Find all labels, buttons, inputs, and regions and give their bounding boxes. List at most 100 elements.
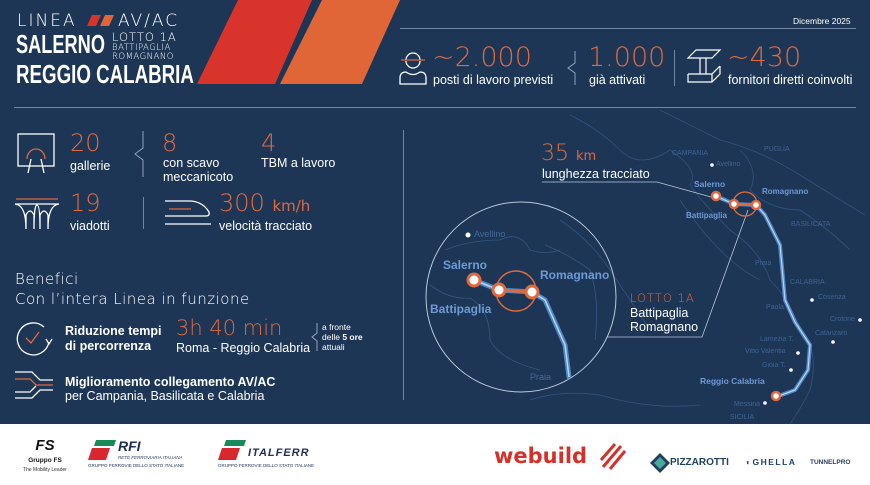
steel-beam-icon bbox=[686, 49, 722, 83]
tunnel-icon bbox=[17, 133, 55, 174]
stripes-mini-icon bbox=[87, 15, 114, 26]
jobs-active-value: 1.000 bbox=[588, 42, 666, 73]
lotto-to: ROMAGNANO bbox=[112, 52, 174, 62]
marker-reggio bbox=[770, 390, 782, 402]
brand-stripes-graphic bbox=[197, 0, 400, 84]
italferr-name: ITALFERR bbox=[248, 447, 310, 459]
label-vibo: Vibo Valentia bbox=[745, 348, 786, 355]
label-puglia: PUGLIA bbox=[764, 146, 790, 153]
lot-from: Battipaglia bbox=[630, 306, 689, 320]
label-romagnano: Romagnano bbox=[762, 187, 809, 196]
webuild-mark-icon bbox=[599, 443, 627, 470]
benefits-subtitle: Con l’intera Linea in funzione bbox=[15, 290, 250, 308]
zoom-route-line bbox=[471, 277, 572, 380]
logo-ghella: ◖ GHELLA bbox=[745, 457, 796, 467]
benefits-title: Benefici bbox=[15, 270, 79, 288]
city-salerno: SALERNO bbox=[16, 30, 105, 58]
speed-unit: km/h bbox=[272, 197, 311, 215]
ghella-mark-icon: ◖ bbox=[745, 457, 753, 467]
mechanical-value: 8 bbox=[162, 129, 178, 157]
logo-webuild: webuild bbox=[494, 444, 588, 468]
fs-tagline: The Mobility Leader bbox=[23, 467, 67, 473]
marker-romagnano bbox=[524, 284, 540, 300]
rfi-subtitle: RETE FERROVIARIA ITALIANA bbox=[118, 455, 183, 460]
ghella-name: GHELLA bbox=[752, 457, 797, 467]
link-title: Miglioramento collegamento AV/AC bbox=[65, 375, 276, 389]
mechanical-label-2: meccanicoto bbox=[163, 170, 234, 184]
rfi-group: GRUPPO FERROVIE DELLO STATO ITALIANE bbox=[88, 463, 185, 468]
merging-lines-icon bbox=[15, 371, 53, 399]
compare-hours: 5 ore bbox=[342, 332, 363, 342]
label-reggio: Reggio Calabria bbox=[700, 376, 765, 386]
jobs-planned-label: posti di lavoro previsti bbox=[433, 73, 554, 87]
compare-prefix: delle bbox=[322, 332, 343, 342]
zoom-markers bbox=[466, 272, 540, 300]
fs-arrow-logo-icon bbox=[88, 440, 116, 460]
viaducts-value: 19 bbox=[70, 189, 101, 217]
label-praia: Praia bbox=[755, 260, 772, 267]
label-gioia: Gioia T. bbox=[762, 362, 786, 369]
label-catanzaro: Catanzaro bbox=[815, 330, 848, 337]
tbm-label: TBM a lavoro bbox=[261, 156, 336, 170]
divider bbox=[403, 130, 404, 400]
zoom-circle bbox=[425, 201, 617, 393]
tbm-value: 4 bbox=[261, 129, 277, 157]
fs-name: Gruppo FS bbox=[28, 457, 62, 464]
label-cosenza: Cosenza bbox=[818, 294, 846, 301]
clock-icon bbox=[16, 322, 53, 356]
length-label: lunghezza tracciato bbox=[542, 167, 650, 181]
label-battipaglia: Battipaglia bbox=[686, 211, 727, 220]
logo-gruppo-fs: FS Gruppo FS The Mobility Leader bbox=[20, 438, 70, 474]
speed-label: velocità tracciato bbox=[219, 219, 313, 233]
time-title-2: di percorrenza bbox=[65, 339, 152, 353]
speed-value: 300 km/h bbox=[219, 190, 310, 220]
jobs-active-label: già attivati bbox=[589, 73, 646, 87]
logo-tunnelpro: TUNNELPRO bbox=[810, 459, 851, 466]
italferr-group: GRUPPO FERROVIE DELLO STATO ITALIANE bbox=[218, 463, 315, 468]
compare-line-3: attuali bbox=[322, 342, 345, 352]
time-title-1: Riduzione tempi bbox=[65, 324, 162, 338]
brace-icon bbox=[567, 51, 576, 85]
label-salerno: Salerno bbox=[694, 179, 726, 189]
lot-title: LOTTO 1A bbox=[630, 291, 695, 305]
label-messina: Messina bbox=[734, 401, 761, 408]
mechanical-label-1: con scavo bbox=[163, 156, 220, 170]
city-dots bbox=[710, 163, 862, 405]
label-avellino: Avellino bbox=[716, 161, 741, 168]
high-speed-train-icon bbox=[165, 200, 211, 225]
label-sicilia: SICILIA bbox=[730, 414, 755, 421]
tunnels-label: gallerie bbox=[70, 159, 111, 173]
marker-battipaglia bbox=[491, 282, 507, 298]
infographic-panel: LINEA AV/AC SALERNO LOTTO 1A BATTIPAGLIA… bbox=[0, 0, 870, 424]
pizzarotti-mark-icon bbox=[650, 453, 670, 473]
city-reggio: REGGIO CALABRIA bbox=[16, 60, 194, 88]
viaduct-icon bbox=[14, 198, 60, 230]
marker-salerno bbox=[710, 190, 722, 202]
lot-callout-line bbox=[607, 209, 749, 338]
time-value: 3h 40 min bbox=[176, 316, 283, 340]
linea-label: LINEA bbox=[17, 11, 77, 31]
worker-icon bbox=[399, 52, 427, 85]
dot-avellino bbox=[465, 232, 471, 238]
label-campania: CAMPANIA bbox=[672, 150, 709, 157]
speed-number: 300 bbox=[219, 189, 265, 217]
label-calabria: CALABRIA bbox=[790, 279, 825, 286]
avac-label: AV/AC bbox=[118, 11, 180, 31]
brace-icon bbox=[311, 323, 318, 351]
length-value: 35 km bbox=[541, 141, 596, 169]
zoom-label-romagnano: Romagnano bbox=[540, 268, 610, 282]
zoom-route-core bbox=[473, 279, 570, 378]
lot-to: Romagnano bbox=[630, 320, 699, 334]
zoom-region-borders bbox=[429, 236, 598, 371]
divider bbox=[143, 197, 144, 229]
region-borders bbox=[529, 109, 866, 424]
zoom-label-avellino: Avellino bbox=[474, 229, 506, 239]
label-basilicata: BASILICATA bbox=[791, 221, 831, 228]
lotto-label: LOTTO 1A bbox=[112, 30, 177, 44]
marker-romagnano bbox=[750, 199, 762, 211]
date-label: Dicembre 2025 bbox=[793, 16, 851, 26]
length-unit: km bbox=[576, 149, 597, 164]
partner-logos-footer: FS Gruppo FS The Mobility Leader RFI RET… bbox=[0, 424, 870, 485]
tunnels-value: 20 bbox=[70, 129, 101, 157]
suppliers-value: ~430 bbox=[727, 42, 802, 73]
